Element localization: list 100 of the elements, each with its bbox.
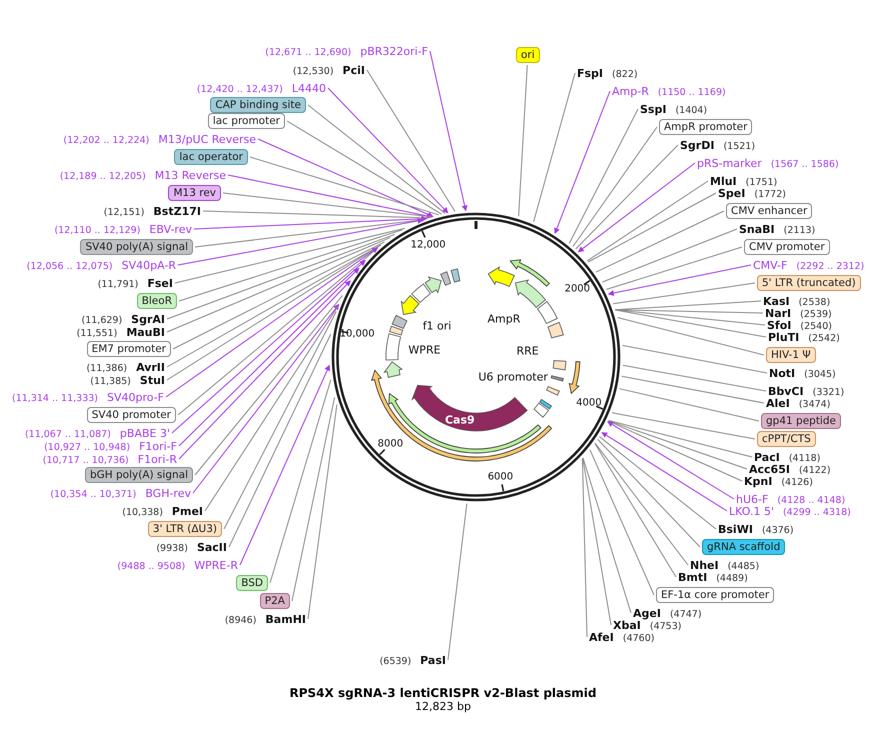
feature-name: AmpR	[488, 312, 520, 326]
leader-line	[366, 70, 456, 212]
enzyme-name: SnaBI	[739, 223, 775, 236]
leader-line	[194, 219, 424, 248]
position-label: (9488 .. 9508)	[117, 561, 186, 572]
leader-line	[328, 88, 448, 214]
position-label: (4376)	[762, 525, 794, 536]
position-label: (11,629)	[82, 315, 122, 326]
leader-line	[228, 334, 332, 548]
feature-label: gp41 peptide	[761, 413, 841, 429]
feature-label: P2A	[260, 593, 290, 609]
enzyme-name: BmtI	[678, 571, 708, 584]
leader-line	[578, 162, 696, 252]
position-label: (1521)	[723, 141, 756, 152]
scale-label: 6000	[488, 471, 514, 482]
enzyme-name: PciI	[342, 64, 365, 77]
enzyme-name: AgeI	[633, 607, 661, 620]
enzyme-name: BbvCI	[768, 385, 804, 398]
leader-line	[608, 420, 752, 458]
leader-line	[572, 126, 658, 247]
leader-line	[622, 344, 768, 374]
leader-line	[597, 438, 700, 548]
enzyme-name: SgrAI	[131, 313, 165, 326]
position-label: (12,110 .. 12,129)	[54, 225, 140, 236]
position-label: (4747)	[670, 609, 702, 620]
leader-line	[178, 280, 351, 460]
position-label: (2542)	[808, 333, 840, 344]
leader-line	[588, 192, 716, 262]
feature-label: bGH poly(A) signal	[84, 467, 193, 483]
leader-line	[270, 379, 332, 584]
position-label: (4118)	[788, 453, 820, 464]
position-label: (12,151)	[104, 207, 144, 218]
enzyme-name: SgrDI	[680, 139, 714, 152]
primer-name: EBV-rev	[149, 223, 192, 236]
position-label: (3474)	[798, 399, 830, 410]
enzyme-name: KasI	[763, 295, 790, 308]
feature-label: gRNA scaffold	[702, 539, 786, 555]
position-label: (2540)	[800, 321, 832, 332]
position-label: (10,717 .. 10,736)	[42, 455, 129, 466]
leader-line	[286, 120, 442, 215]
feature-label: 5' LTR (truncated)	[757, 275, 861, 291]
enzyme-name: BsiWI	[718, 523, 753, 536]
enzyme-name: PmeI	[172, 505, 203, 518]
leader-line	[166, 234, 396, 320]
leader-line	[172, 242, 385, 350]
position-label: (2113)	[784, 225, 816, 236]
position-label: (11,791)	[98, 279, 138, 290]
position-label: (8946)	[224, 615, 256, 626]
leader-line	[612, 282, 756, 304]
leader-line	[614, 300, 762, 310]
position-label: (12,056 .. 12,075)	[26, 261, 113, 272]
position-label: (2539)	[800, 309, 832, 320]
position-label: (4760)	[622, 633, 654, 644]
primer-name: BGH-rev	[145, 487, 191, 500]
primer-name: pBR322ori-F	[360, 45, 428, 58]
position-label: (10,354 .. 10,371)	[50, 489, 136, 500]
enzyme-name: AvrII	[136, 361, 165, 374]
position-label: (3045)	[804, 369, 836, 380]
enzyme-name: Acc65I	[749, 463, 790, 476]
primer-name: pRS-marker	[697, 157, 762, 170]
feature-label: CMV enhancer	[726, 203, 812, 219]
position-label: (822)	[612, 69, 638, 80]
leader-line	[172, 260, 366, 434]
leader-line	[568, 108, 638, 244]
position-label: (3321)	[812, 387, 844, 398]
leader-line	[590, 449, 654, 596]
leader-line	[608, 264, 752, 296]
enzyme-name: BstZ17I	[153, 205, 201, 218]
leader-line	[601, 432, 728, 512]
leader-line	[192, 304, 340, 494]
position-label: (4489)	[716, 573, 748, 584]
leader-line	[582, 458, 588, 638]
leader-line	[308, 404, 338, 620]
feature-label: AmpR promoter	[659, 119, 752, 135]
feature-label: BSD	[236, 575, 268, 591]
leader-line	[518, 64, 528, 217]
leader-line	[619, 388, 760, 422]
leader-line	[202, 210, 429, 218]
enzyme-name: NotI	[769, 367, 796, 380]
leader-line	[204, 306, 339, 512]
leader-line	[178, 218, 424, 266]
enzyme-name: PacI	[754, 451, 780, 464]
primer-name: WPRE-R	[194, 559, 238, 572]
leader-line	[258, 138, 434, 218]
primer-name: LKO.1 5'	[729, 505, 774, 518]
primer-name: F1ori-F	[139, 440, 177, 453]
position-label: (4753)	[650, 621, 682, 632]
position-label: (11,551)	[76, 328, 118, 339]
position-label: (12,202 .. 12,224)	[63, 135, 150, 146]
scale-label: 2000	[564, 284, 590, 295]
leader-line	[178, 251, 374, 416]
feature-label: cPPT/CTS	[757, 431, 816, 447]
leader-line	[608, 420, 748, 470]
enzyme-name: BamHI	[265, 613, 306, 626]
feature-label: lac operator	[174, 149, 248, 165]
position-label: (12,189 .. 12,205)	[60, 171, 146, 182]
position-label: (1404)	[675, 105, 708, 116]
leader-line	[582, 458, 612, 626]
scale-label: 8000	[378, 438, 404, 450]
feature-label: EF-1α core promoter	[656, 587, 774, 603]
